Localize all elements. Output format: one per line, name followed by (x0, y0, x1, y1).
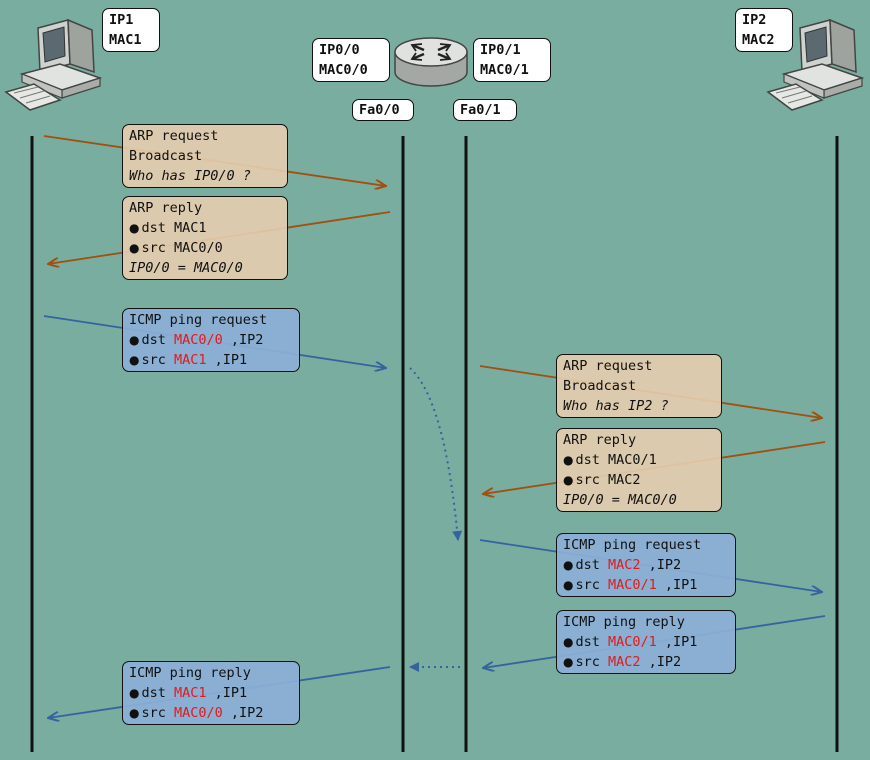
pc1-ip: IP1 (109, 12, 134, 28)
arp-request-2-box: ARP request Broadcast Who has IP2 ? (556, 354, 722, 418)
message-title: ICMP ping request (129, 312, 268, 328)
icmp-reply-1-box: ICMP ping reply ●dst MAC1 ,IP1 ●src MAC0… (122, 661, 300, 725)
bullet-icon: ● (563, 453, 574, 467)
src-ip: ,IP2 (640, 654, 682, 670)
dst-prefix: dst (141, 685, 174, 701)
bullet-icon: ● (129, 706, 140, 720)
src-mac: MAC2 (608, 654, 641, 670)
src-mac: MAC0/1 (608, 577, 657, 593)
router-left-mac: MAC0/0 (319, 62, 368, 78)
bullet-icon: ● (563, 473, 574, 487)
arrow-router-forward (409, 367, 463, 541)
src-mac: MAC0/0 (174, 705, 223, 721)
message-result: IP0/0 = MAC0/0 (129, 260, 243, 276)
src-ip: ,IP2 (222, 705, 264, 721)
dst-prefix: dst (575, 634, 608, 650)
icmp-request-2-box: ICMP ping request ●dst MAC2 ,IP2 ●src MA… (556, 533, 736, 597)
message-line: Broadcast (129, 148, 203, 164)
message-dst: dst MAC1 (141, 220, 207, 236)
router-icon (394, 37, 468, 87)
src-mac: MAC1 (174, 352, 207, 368)
dst-ip: ,IP1 (206, 685, 248, 701)
message-title: ICMP ping reply (563, 614, 685, 630)
port-fa01: Fa0/1 (460, 102, 501, 118)
bullet-icon: ● (563, 558, 574, 572)
bullet-icon: ● (129, 333, 140, 347)
bullet-icon: ● (129, 221, 140, 235)
pc2-computer-icon (766, 18, 865, 111)
icmp-request-1-box: ICMP ping request ●dst MAC0/0 ,IP2 ●src … (122, 308, 300, 372)
bullet-icon: ● (129, 353, 140, 367)
message-title: ICMP ping request (563, 537, 702, 553)
dst-mac: MAC2 (608, 557, 641, 573)
pc1-mac: MAC1 (109, 32, 142, 48)
bullet-icon: ● (563, 635, 574, 649)
bullet-icon: ● (129, 241, 140, 255)
src-ip: ,IP1 (656, 577, 698, 593)
message-result: IP0/0 = MAC0/0 (563, 492, 677, 508)
message-title: ARP request (563, 358, 653, 374)
icmp-reply-2-box: ICMP ping reply ●dst MAC0/1 ,IP1 ●src MA… (556, 610, 736, 674)
arp-request-1-box: ARP request Broadcast Who has IP0/0 ? (122, 124, 288, 188)
bullet-icon: ● (563, 655, 574, 669)
port-fa00: Fa0/0 (359, 102, 400, 118)
router-right-ip: IP0/1 (480, 42, 521, 58)
dst-ip: ,IP1 (656, 634, 698, 650)
dst-ip: ,IP2 (222, 332, 264, 348)
dst-mac: MAC0/0 (174, 332, 223, 348)
dst-mac: MAC0/1 (608, 634, 657, 650)
message-line: Broadcast (563, 378, 637, 394)
src-prefix: src (575, 577, 608, 593)
src-prefix: src (141, 705, 174, 721)
message-src: src MAC2 (575, 472, 641, 488)
message-dst: dst MAC0/1 (575, 452, 657, 468)
port-fa01-label: Fa0/1 (453, 99, 517, 121)
router-right-address-label: IP0/1 MAC0/1 (473, 38, 551, 82)
pc2-address-label: IP2 MAC2 (735, 8, 793, 52)
bullet-icon: ● (563, 578, 574, 592)
dst-prefix: dst (575, 557, 608, 573)
router-left-address-label: IP0/0 MAC0/0 (312, 38, 390, 82)
dst-mac: MAC1 (174, 685, 207, 701)
dst-prefix: dst (141, 332, 174, 348)
src-prefix: src (141, 352, 174, 368)
pc2-mac: MAC2 (742, 32, 775, 48)
message-question: Who has IP0/0 ? (129, 168, 251, 184)
pc1-address-label: IP1 MAC1 (102, 8, 160, 52)
router-right-mac: MAC0/1 (480, 62, 529, 78)
message-title: ICMP ping reply (129, 665, 251, 681)
message-title: ARP reply (129, 200, 203, 216)
message-title: ARP request (129, 128, 219, 144)
pc2-ip: IP2 (742, 12, 767, 28)
pc1-computer-icon (4, 18, 103, 111)
message-title: ARP reply (563, 432, 637, 448)
src-prefix: src (575, 654, 608, 670)
message-src: src MAC0/0 (141, 240, 223, 256)
src-ip: ,IP1 (206, 352, 248, 368)
router-left-ip: IP0/0 (319, 42, 360, 58)
arp-reply-1-box: ARP reply ●dst MAC1 ●src MAC0/0 IP0/0 = … (122, 196, 288, 280)
dst-ip: ,IP2 (640, 557, 682, 573)
message-question: Who has IP2 ? (563, 398, 669, 414)
bullet-icon: ● (129, 686, 140, 700)
port-fa00-label: Fa0/0 (352, 99, 414, 121)
arp-reply-2-box: ARP reply ●dst MAC0/1 ●src MAC2 IP0/0 = … (556, 428, 722, 512)
